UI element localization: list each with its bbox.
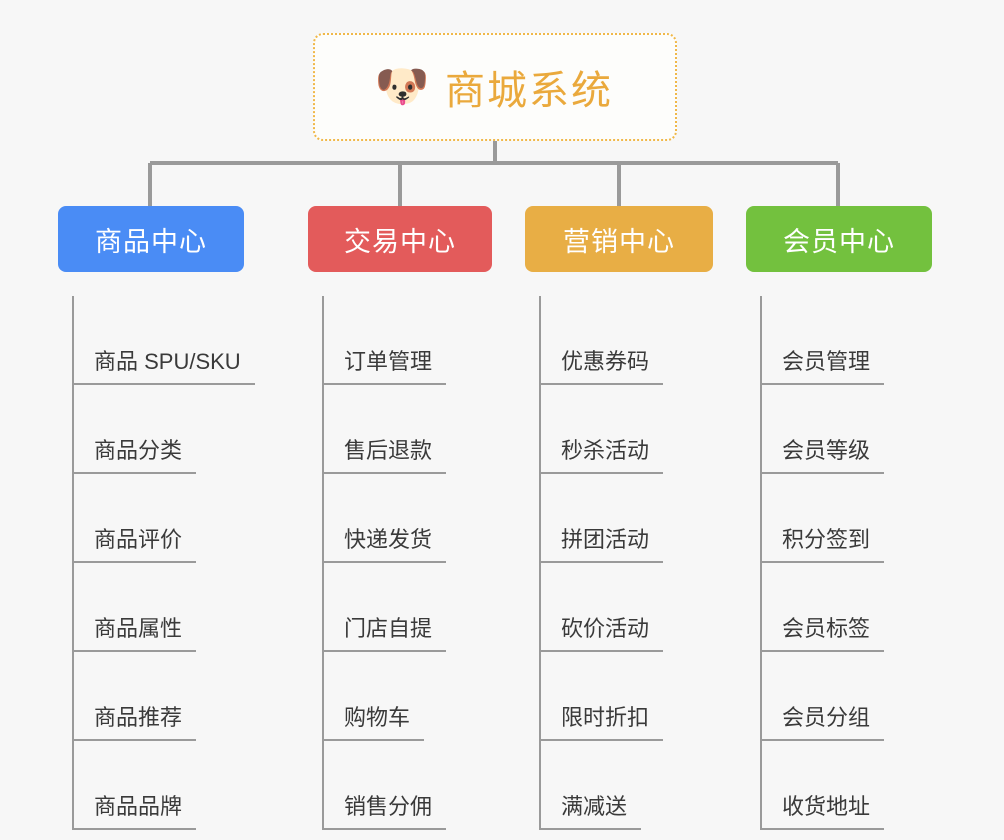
leaf-label: 商品推荐 — [72, 700, 197, 741]
column-header-trade-center[interactable]: 交易中心 — [308, 206, 492, 272]
column-member-center: 会员中心 会员管理 会员等级 积分签到 会员标签 会员分组 收货地址 — [746, 206, 932, 830]
list-item[interactable]: 秒杀活动 — [539, 385, 713, 474]
list-item[interactable]: 拼团活动 — [539, 474, 713, 563]
leaf-list-marketing-center: 优惠券码 秒杀活动 拼团活动 砍价活动 限时折扣 满减送 — [525, 296, 713, 830]
leaf-list-trade-center: 订单管理 售后退款 快递发货 门店自提 购物车 销售分佣 — [308, 296, 492, 830]
list-item[interactable]: 积分签到 — [760, 474, 932, 563]
leaf-label: 商品 SPU/SKU — [72, 344, 255, 385]
list-item[interactable]: 订单管理 — [322, 296, 492, 385]
list-item[interactable]: 商品分类 — [72, 385, 255, 474]
list-item[interactable]: 会员等级 — [760, 385, 932, 474]
column-header-label: 交易中心 — [344, 226, 456, 257]
trunk-line — [539, 296, 541, 830]
column-product-center: 商品中心 商品 SPU/SKU 商品分类 商品评价 商品属性 商品推荐 商品品牌 — [58, 206, 255, 830]
list-item[interactable]: 销售分佣 — [322, 741, 492, 830]
list-item[interactable]: 商品品牌 — [72, 741, 255, 830]
trunk-line — [760, 296, 762, 830]
list-item[interactable]: 会员标签 — [760, 563, 932, 652]
column-header-label: 会员中心 — [783, 226, 895, 257]
list-item[interactable]: 会员管理 — [760, 296, 932, 385]
leaf-label: 满减送 — [539, 789, 642, 830]
list-item[interactable]: 满减送 — [539, 741, 713, 830]
column-marketing-center: 营销中心 优惠券码 秒杀活动 拼团活动 砍价活动 限时折扣 满减送 — [525, 206, 713, 830]
column-header-product-center[interactable]: 商品中心 — [58, 206, 244, 272]
leaf-label: 优惠券码 — [539, 344, 664, 385]
list-item[interactable]: 砍价活动 — [539, 563, 713, 652]
list-item[interactable]: 商品评价 — [72, 474, 255, 563]
list-item[interactable]: 快递发货 — [322, 474, 492, 563]
list-item[interactable]: 限时折扣 — [539, 652, 713, 741]
leaf-list-product-center: 商品 SPU/SKU 商品分类 商品评价 商品属性 商品推荐 商品品牌 — [58, 296, 255, 830]
column-trade-center: 交易中心 订单管理 售后退款 快递发货 门店自提 购物车 销售分佣 — [308, 206, 492, 830]
leaf-label: 收货地址 — [760, 789, 885, 830]
leaf-label: 商品评价 — [72, 522, 197, 563]
leaf-label: 商品分类 — [72, 433, 197, 474]
leaf-label: 会员等级 — [760, 433, 885, 474]
list-item[interactable]: 优惠券码 — [539, 296, 713, 385]
shiba-dog-icon: 🐶 — [374, 62, 430, 111]
leaf-label: 会员标签 — [760, 611, 885, 652]
leaf-label: 积分签到 — [760, 522, 885, 563]
column-header-label: 营销中心 — [563, 226, 675, 257]
leaf-label: 会员管理 — [760, 344, 885, 385]
list-item[interactable]: 售后退款 — [322, 385, 492, 474]
leaf-label: 快递发货 — [322, 522, 447, 563]
list-item[interactable]: 商品 SPU/SKU — [72, 296, 255, 385]
column-header-marketing-center[interactable]: 营销中心 — [525, 206, 713, 272]
leaf-label: 门店自提 — [322, 611, 447, 652]
root-title: 商城系统 — [445, 69, 613, 113]
leaf-label: 商品品牌 — [72, 789, 197, 830]
leaf-label: 秒杀活动 — [539, 433, 664, 474]
leaf-list-member-center: 会员管理 会员等级 积分签到 会员标签 会员分组 收货地址 — [746, 296, 932, 830]
leaf-label: 限时折扣 — [539, 700, 664, 741]
leaf-label: 砍价活动 — [539, 611, 664, 652]
leaf-label: 订单管理 — [322, 344, 447, 385]
leaf-label: 购物车 — [322, 700, 425, 741]
leaf-label: 售后退款 — [322, 433, 447, 474]
column-header-member-center[interactable]: 会员中心 — [746, 206, 932, 272]
list-item[interactable]: 收货地址 — [760, 741, 932, 830]
column-header-label: 商品中心 — [95, 226, 207, 257]
list-item[interactable]: 购物车 — [322, 652, 492, 741]
trunk-line — [322, 296, 324, 830]
root-node[interactable]: 🐶 商城系统 — [313, 33, 677, 141]
list-item[interactable]: 门店自提 — [322, 563, 492, 652]
list-item[interactable]: 商品属性 — [72, 563, 255, 652]
root-node-content: 🐶 商城系统 — [374, 58, 613, 116]
list-item[interactable]: 商品推荐 — [72, 652, 255, 741]
leaf-label: 拼团活动 — [539, 522, 664, 563]
list-item[interactable]: 会员分组 — [760, 652, 932, 741]
leaf-label: 会员分组 — [760, 700, 885, 741]
trunk-line — [72, 296, 74, 830]
leaf-label: 销售分佣 — [322, 789, 447, 830]
leaf-label: 商品属性 — [72, 611, 197, 652]
